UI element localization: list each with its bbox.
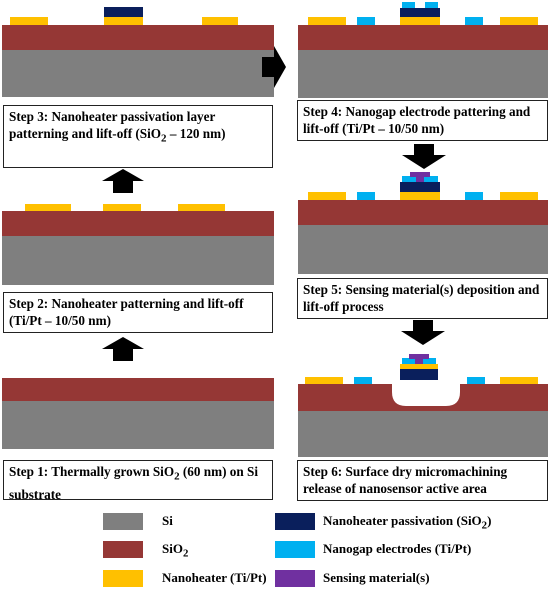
sensing-material [416,176,424,182]
legend-swatch-electrodes [275,541,315,558]
legend-label-electrodes: Nanogap electrodes (Ti/Pt) [323,541,472,556]
sio2-layer [298,200,548,225]
passivation-layer [400,369,438,380]
step3-cross-section [2,7,274,97]
step5-cross-section [298,172,548,274]
sio2-layer [298,25,548,50]
nanogap-electrode [402,2,415,8]
nanoheater-pad [500,377,538,384]
nanogap-electrode [402,358,415,364]
step2-cross-section [2,204,274,285]
arrow-right-icon [262,46,286,88]
legend-label-si: Si [162,513,173,528]
legend-label-passivation: Nanoheater passivation (SiO2) [323,513,492,532]
nanoheater-pad [308,17,346,25]
step4-cross-section [298,2,548,98]
step4-description: Step 4: Nanogap electrode pattering and … [297,100,548,141]
nanoheater-pad [178,204,225,211]
sensing-material [415,358,423,364]
sio2-layer-with-cavity [298,384,548,411]
nanoheater-pad [202,17,238,25]
nanoheater-wire [103,204,141,211]
legend-swatch-nanoheater [103,570,143,587]
si-substrate [298,50,548,98]
nanogap-electrode [467,377,485,384]
passivation-layer [400,182,440,192]
si-substrate [2,50,274,97]
sio2-layer [2,211,274,236]
step1-description: Step 1: Thermally grown SiO2 (60 nm) on … [3,460,273,502]
sensing-material [410,172,430,177]
si-substrate [298,225,548,274]
nanoheater-wire [104,17,143,25]
nanogap-electrode [423,358,436,364]
nanoheater-pad [500,192,538,200]
nanogap-electrode [357,192,375,200]
nanoheater-wire [400,17,440,25]
sio2-layer [2,378,274,401]
si-substrate [2,236,274,285]
legend-label-nanoheater: Nanoheater (Ti/Pt) [162,570,267,585]
nanogap-electrode [402,176,416,182]
nanogap-electrode [354,377,372,384]
nanoheater-pad [10,17,48,25]
legend-swatch-si [103,513,143,530]
legend-label-sensing: Sensing material(s) [323,570,430,585]
nanogap-electrode [357,17,375,25]
arrow-up-icon [102,337,144,361]
sensing-material [409,354,429,359]
nanogap-electrode [465,192,483,200]
nanoheater-wire [400,192,440,200]
arrow-up-icon [102,169,144,193]
step5-description: Step 5: Sensing material(s) deposition a… [297,278,548,319]
nanoheater-pad [500,17,538,25]
step1-cross-section [2,378,274,449]
nanoheater-pad [308,192,346,200]
step6-cross-section [298,354,548,457]
si-substrate [2,401,274,449]
nanogap-electrode [465,17,483,25]
arrow-down-icon [401,320,445,345]
nanogap-electrode [425,2,438,8]
legend-swatch-passivation [275,513,315,530]
step6-description: Step 6: Surface dry micromachining relea… [297,460,548,501]
sio2-layer [2,25,274,50]
nanoheater-wire [400,364,438,369]
nanoheater-pad [305,377,343,384]
si-substrate [298,411,548,457]
legend-swatch-sio2 [103,541,143,558]
nanogap-electrode [424,176,438,182]
passivation-layer [400,8,440,17]
passivation-layer [104,7,143,17]
arrow-down-icon [402,144,446,169]
legend-swatch-sensing [275,570,315,587]
step2-description: Step 2: Nanoheater patterning and lift-o… [3,292,273,333]
legend-label-sio2: SiO2 [162,541,189,560]
step3-description: Step 3: Nanoheater passivation layer pat… [3,105,273,168]
nanoheater-pad [25,204,71,211]
